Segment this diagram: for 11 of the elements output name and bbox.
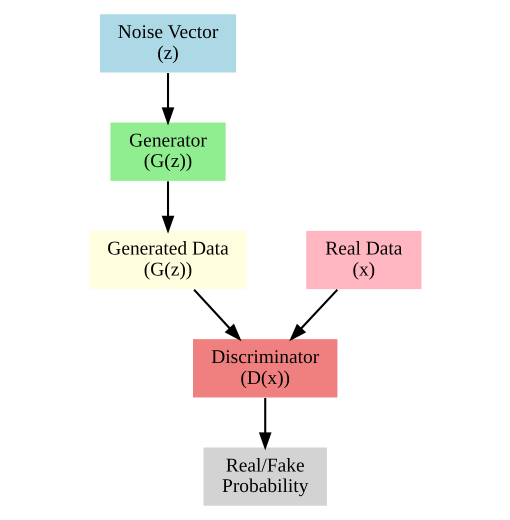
arrow: [161, 181, 174, 234]
arrow: [258, 398, 272, 450]
node-box: Generated Data (G(z)): [89, 230, 246, 290]
arrow: [192, 288, 242, 342]
node-box: Generator (G(z)): [110, 122, 226, 181]
node-box: Noise Vector (z): [99, 14, 236, 73]
arrow: [288, 288, 338, 342]
node-box: Discriminator (D(x)): [192, 339, 337, 398]
node-box: Real Data (x): [306, 230, 421, 290]
node-box: Real/Fake Probability: [202, 447, 327, 506]
arrow: [161, 73, 174, 126]
